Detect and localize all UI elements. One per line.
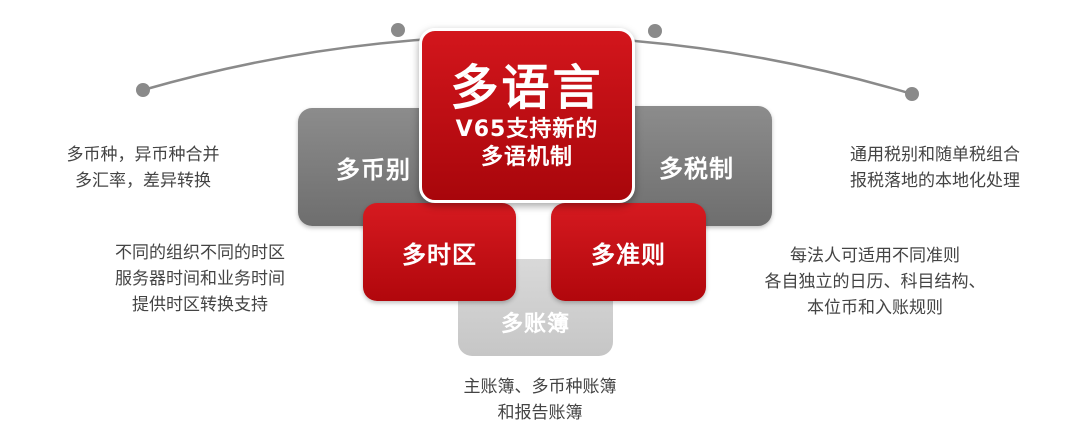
desc-accounting: 每法人可适用不同准则 各自独立的日历、科目结构、 本位币和入账规则 [730, 243, 1020, 321]
arc-dot-3 [648, 24, 662, 38]
desc-timezone-line: 不同的组织不同的时区 [115, 243, 285, 263]
tile-multi-timezone-label: 多时区 [402, 240, 477, 269]
tile-multi-accounting: 多准则 [551, 203, 706, 301]
desc-currency: 多币种，异币种合并 多汇率，差异转换 [28, 142, 258, 194]
tile-multi-tax-label: 多税制 [659, 154, 734, 183]
desc-accounting-line: 本位币和入账规则 [807, 298, 943, 318]
desc-ledger-line: 主账簿、多币种账簿 [463, 377, 617, 397]
desc-timezone-line: 提供时区转换支持 [132, 295, 268, 315]
arc-dot-4 [905, 87, 919, 101]
desc-currency-line: 多汇率，差异转换 [75, 171, 211, 191]
center-subtitle-line2: 多语机制 [480, 144, 573, 170]
desc-currency-line: 多币种，异币种合并 [66, 145, 220, 165]
arc-dot-1 [136, 83, 150, 97]
arc-dot-2 [391, 23, 405, 37]
desc-timezone-line: 服务器时间和业务时间 [115, 269, 285, 289]
center-subtitle-line1: V65支持新的 [455, 116, 599, 142]
tile-multi-language: 多语言 V65支持新的 多语机制 [419, 28, 635, 203]
desc-tax: 通用税别和随单税组合 报税落地的本地化处理 [800, 142, 1070, 194]
tile-multi-ledger-label: 多账簿 [500, 312, 570, 337]
desc-ledger: 主账簿、多币种账簿 和报告账簿 [390, 374, 690, 426]
desc-tax-line: 报税落地的本地化处理 [850, 171, 1020, 191]
tile-multi-accounting-label: 多准则 [591, 240, 666, 269]
desc-accounting-line: 每法人可适用不同准则 [790, 246, 960, 266]
tile-multi-currency-label: 多币别 [336, 155, 411, 184]
desc-ledger-line: 和报告账簿 [497, 403, 583, 423]
desc-tax-line: 通用税别和随单税组合 [850, 145, 1020, 165]
desc-timezone: 不同的组织不同的时区 服务器时间和业务时间 提供时区转换支持 [70, 240, 330, 318]
desc-accounting-line: 各自独立的日历、科目结构、 [764, 272, 986, 292]
center-title: 多语言 [450, 59, 604, 116]
tile-multi-timezone: 多时区 [363, 203, 516, 301]
